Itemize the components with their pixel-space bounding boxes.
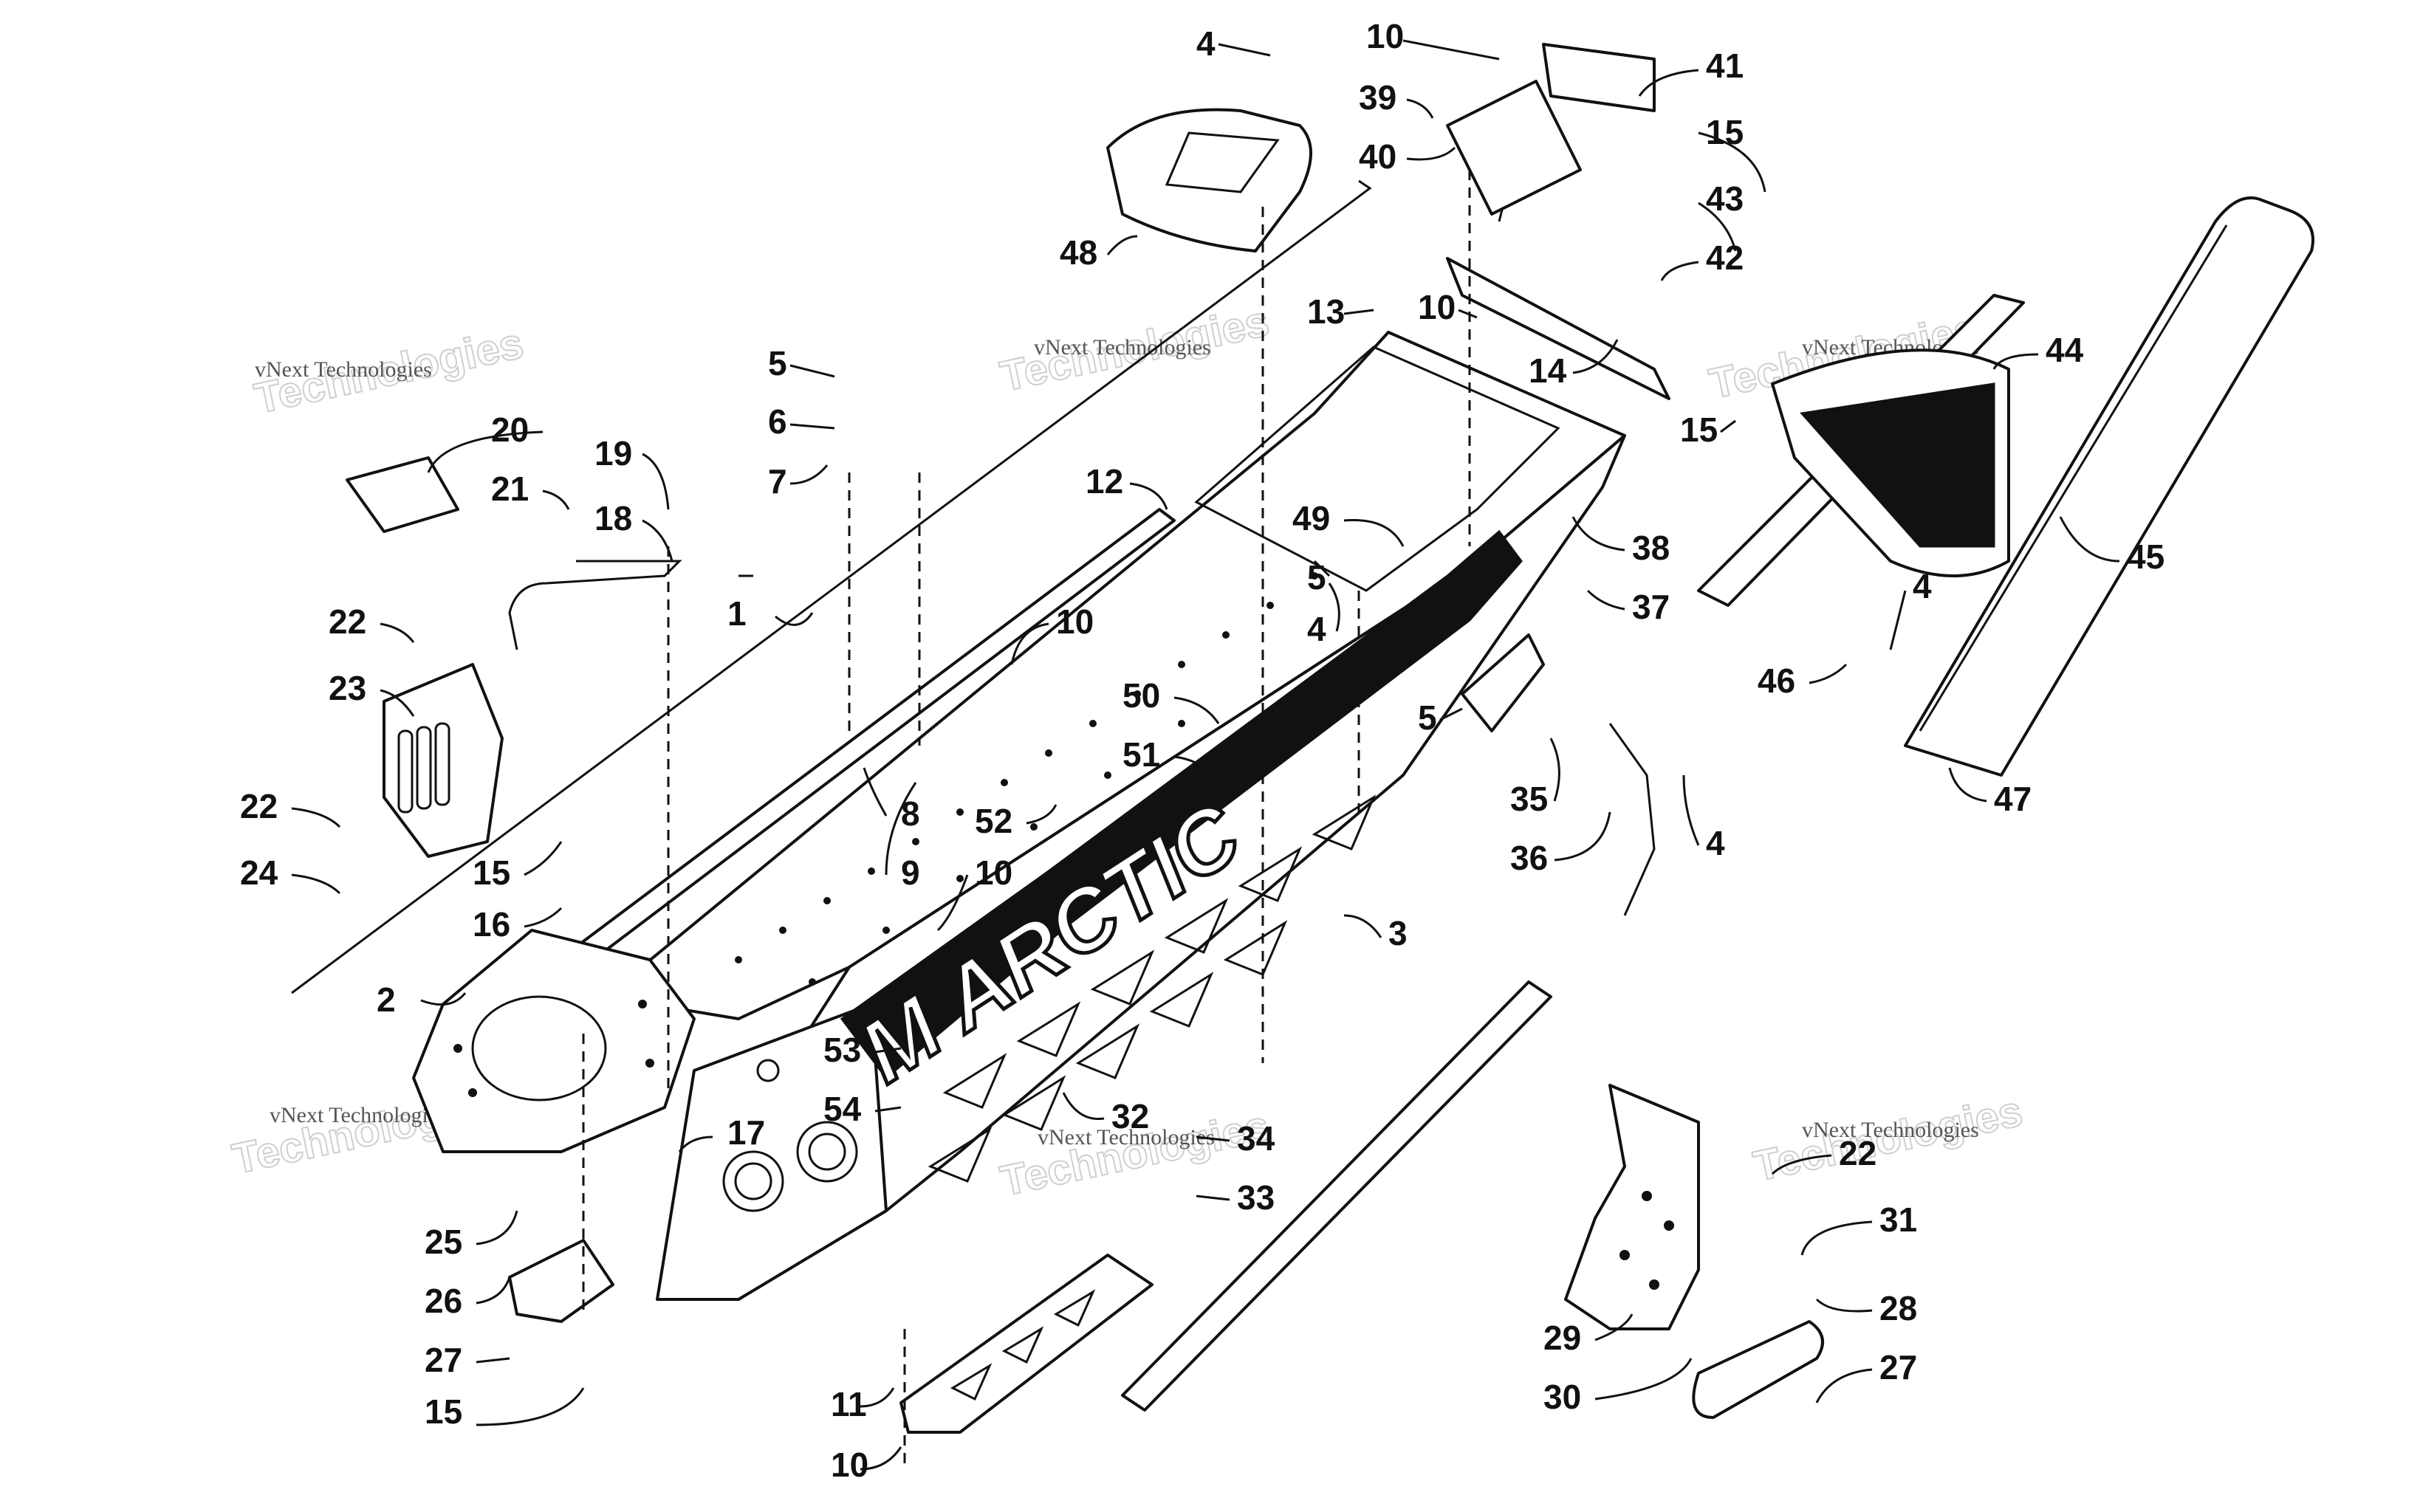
callout-21: 21 [491, 470, 529, 508]
callout-51: 51 [1122, 735, 1160, 774]
callout-15d: 15 [425, 1392, 462, 1431]
lower-bracket [508, 1239, 614, 1323]
callout-8: 8 [901, 794, 920, 833]
foot-step [1564, 1084, 1700, 1330]
callout-40: 40 [1359, 137, 1396, 176]
tunnel-assembly [567, 331, 1626, 1301]
callout-4a: 4 [1196, 24, 1216, 63]
rear-bumper-plate [1446, 257, 1670, 400]
callout-54: 54 [823, 1090, 862, 1128]
hitch-bracket [1446, 80, 1582, 216]
deck-holes [735, 572, 1318, 986]
callout-35: 35 [1510, 780, 1548, 818]
callout-45: 45 [2127, 537, 2164, 576]
dashed-leaders [582, 170, 1471, 1469]
callout-27a: 27 [425, 1341, 462, 1379]
callout-4b: 4 [1307, 610, 1326, 648]
callout-26: 26 [425, 1282, 462, 1320]
callout-41: 41 [1706, 47, 1744, 85]
callout-32: 32 [1111, 1097, 1149, 1135]
callout-20: 20 [491, 410, 529, 449]
callout-5c: 5 [1418, 698, 1437, 737]
callout-7: 7 [768, 462, 787, 501]
callout-39: 39 [1359, 78, 1396, 117]
side-plate [383, 663, 504, 858]
rear-bumper [1904, 196, 2314, 777]
callout-leaders [291, 39, 2120, 1471]
callout-10b: 10 [1418, 288, 1456, 326]
callout-10a: 10 [1366, 17, 1404, 55]
callout-47: 47 [1994, 780, 2032, 818]
callout-36: 36 [1510, 839, 1548, 877]
seat-bag [1106, 108, 1312, 252]
watermark-small-5: vNext Technologies [1038, 1125, 1215, 1150]
lower-plate-cutouts [950, 1289, 1096, 1401]
callout-15a: 15 [1706, 113, 1744, 151]
callout-9: 9 [901, 853, 920, 892]
callout-31: 31 [1879, 1200, 1917, 1239]
callout-15b: 15 [1680, 410, 1718, 449]
callout-53: 53 [823, 1031, 861, 1069]
callout-3: 3 [1388, 914, 1408, 952]
callout-27b: 27 [1879, 1348, 1917, 1386]
callout-6: 6 [768, 402, 787, 441]
callout-4c: 4 [1706, 824, 1725, 862]
callout-11: 11 [831, 1385, 867, 1423]
callout-38: 38 [1632, 529, 1670, 567]
callout-43: 43 [1706, 179, 1744, 218]
callout-10d: 10 [975, 853, 1012, 892]
callout-10e: 10 [831, 1446, 868, 1484]
callout-37: 37 [1632, 588, 1670, 626]
watermark-small-6: vNext Technologies [1802, 1118, 1979, 1142]
callout-1: 1 [727, 594, 747, 633]
callout-labels: 1 2 3 4 4 4 4 5 5 5 6 7 8 9 10 10 10 10 … [240, 17, 2164, 1484]
running-board-cutouts [928, 794, 1377, 1183]
callout-23: 23 [329, 669, 366, 707]
callout-13: 13 [1307, 292, 1345, 331]
callout-22a: 22 [329, 602, 366, 641]
callout-49: 49 [1292, 499, 1330, 537]
running-board-rail [1121, 980, 1552, 1412]
callout-14: 14 [1529, 351, 1567, 390]
callout-16: 16 [473, 905, 510, 944]
side-brace [1461, 633, 1545, 732]
front-bulkhead [412, 929, 696, 1153]
callout-2: 2 [377, 980, 396, 1019]
callout-19: 19 [594, 434, 632, 472]
snow-flap [1771, 348, 2010, 577]
callout-29: 29 [1543, 1319, 1581, 1357]
callout-25: 25 [425, 1223, 462, 1261]
hitch-cover [1542, 43, 1656, 112]
foot-tray [1692, 1320, 1824, 1419]
callout-48: 48 [1060, 233, 1097, 272]
cover-plate [346, 456, 459, 533]
callout-18: 18 [594, 499, 632, 537]
watermark-small-4: vNext Technologies [270, 1103, 447, 1127]
callout-30: 30 [1543, 1378, 1581, 1416]
watermark-small-2: vNext Technologies [1034, 335, 1211, 360]
callout-22c: 22 [1839, 1134, 1876, 1172]
callout-34: 34 [1237, 1119, 1275, 1158]
callout-4d: 4 [1913, 567, 1932, 605]
callout-12: 12 [1086, 462, 1123, 501]
callout-24: 24 [240, 853, 278, 892]
callout-46: 46 [1758, 662, 1795, 700]
callout-10c: 10 [1056, 602, 1094, 641]
callout-52: 52 [975, 802, 1012, 840]
lower-plate [899, 1254, 1154, 1434]
callout-44: 44 [2046, 331, 2084, 369]
watermark-small-1: vNext Technologies [255, 357, 432, 382]
callout-50: 50 [1122, 676, 1160, 715]
callout-17: 17 [727, 1113, 765, 1152]
callout-15c: 15 [473, 853, 510, 892]
callout-33: 33 [1237, 1178, 1275, 1217]
front-bumper-parts [346, 456, 682, 858]
callout-5a: 5 [768, 344, 787, 382]
callout-22b: 22 [240, 787, 278, 825]
chain [1608, 723, 1656, 916]
callout-28: 28 [1879, 1289, 1917, 1327]
callout-42: 42 [1706, 238, 1744, 277]
